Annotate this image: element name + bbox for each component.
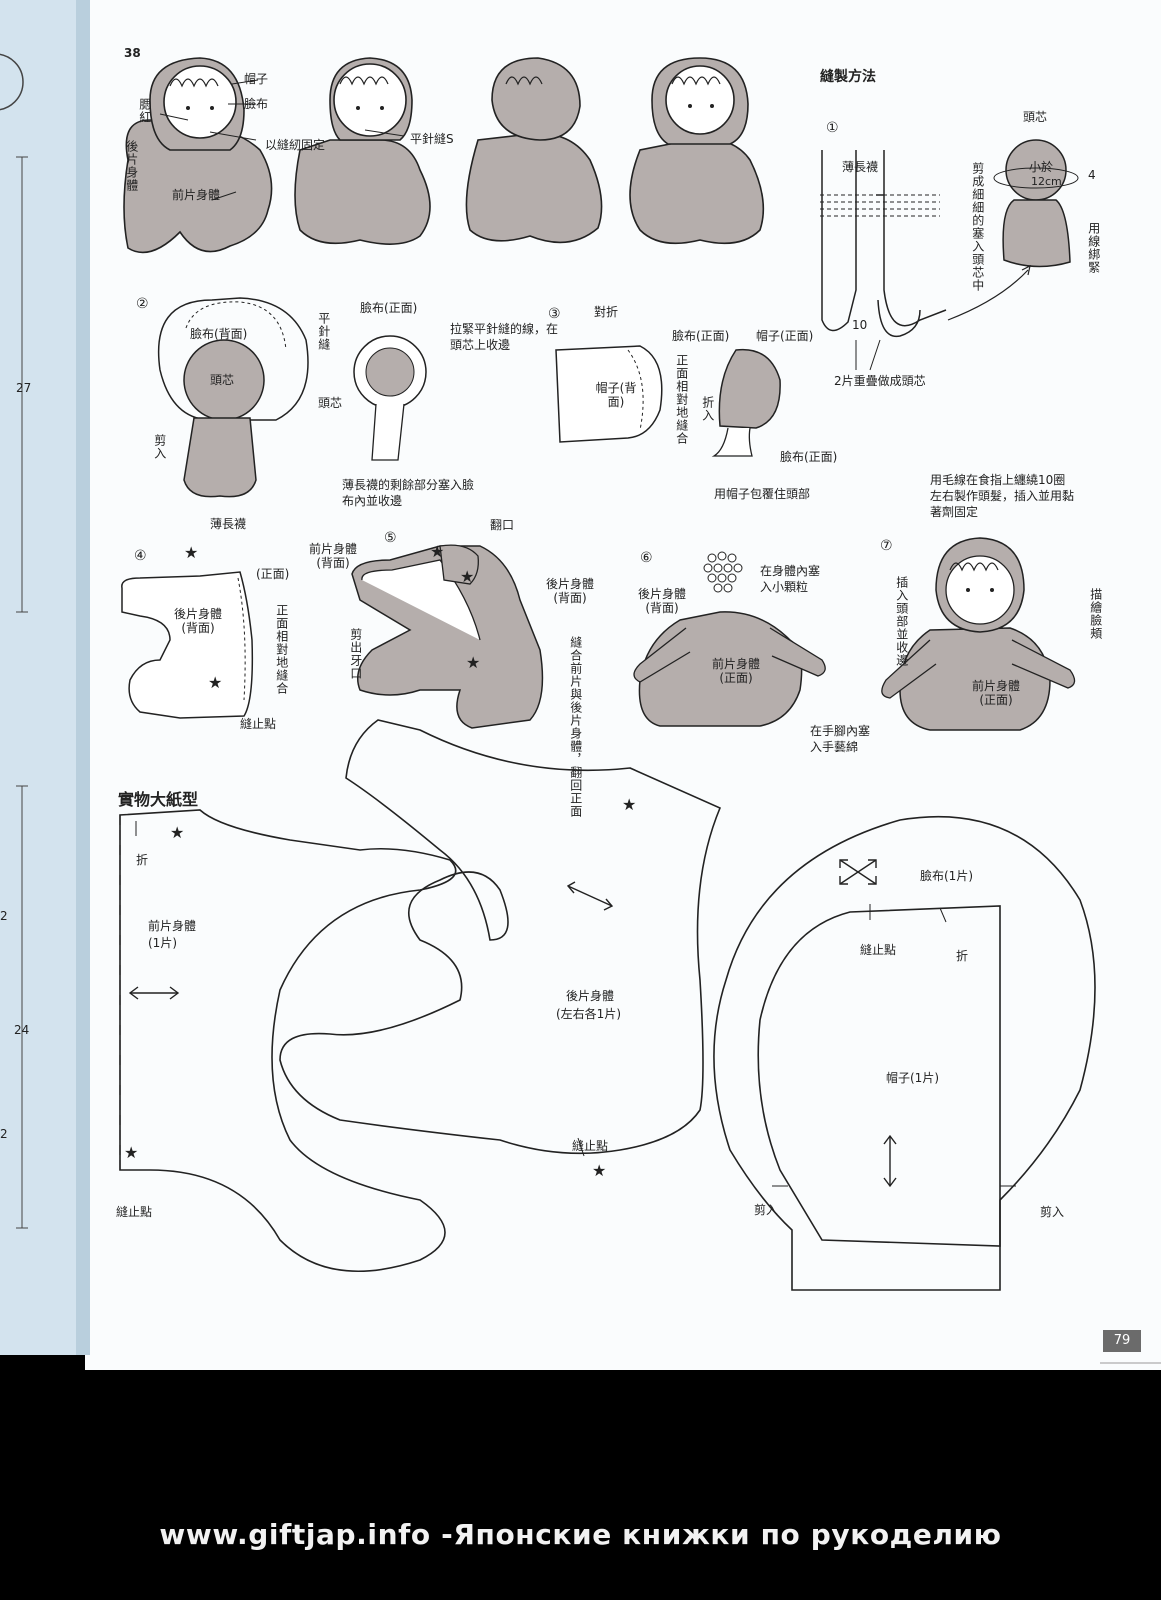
label-back-body-5: 後片身體(背面) (545, 577, 594, 605)
label-tie: 用線綁緊 (1086, 222, 1101, 274)
label-front-body-5: 前片身體(背面) (308, 542, 357, 570)
label-sock-2: 薄長襪 (210, 517, 247, 531)
label-fold-3: 對折 (594, 305, 619, 319)
label-head-core-1: 頭芯 (1023, 110, 1048, 124)
label-turn: 翻口 (490, 518, 515, 532)
svg-text:★: ★ (466, 653, 480, 672)
label-back-body-4: 後片身體(背面) (173, 607, 222, 635)
step-1-marker: ① (826, 120, 839, 136)
label-pull: 拉緊平針縫的線，在頭芯上收邊 (450, 322, 559, 352)
pattern-label-fold-face: 折 (956, 949, 969, 963)
svg-text:★: ★ (430, 542, 444, 561)
label-face-front-3: 臉布(正面) (672, 329, 730, 343)
label-front-body-top: 前片身體 (172, 188, 221, 202)
label-running-stitch: 平針縫S (410, 132, 454, 146)
pattern-label-front-body: 前片身體 (148, 919, 197, 933)
label-four: 4 (1088, 168, 1096, 182)
pattern-label-hat: 帽子(1片) (886, 1071, 939, 1085)
pattern-label-stop-left: 縫止點 (116, 1205, 153, 1219)
pattern-label-clip-left: 剪入 (754, 1203, 779, 1217)
step-7-marker: ⑦ (880, 538, 893, 554)
label-face-cloth: 臉布 (244, 97, 269, 111)
page-number-left: 38 (124, 46, 141, 60)
label-tack: 以縫紉固定 (265, 138, 326, 152)
label-right-side-4: (正面) (256, 567, 290, 581)
svg-text:★: ★ (170, 823, 184, 842)
label-front-body-6: 前片身體(正面) (711, 657, 760, 685)
pattern-title: 實物大紙型 (118, 790, 199, 809)
label-back-body-6: 後片身體(背面) (637, 587, 686, 615)
pattern-label-back-qty: (左右各1片) (556, 1007, 621, 1021)
label-insert: 插入頭部並收邊 (894, 576, 909, 667)
ruler-label-24: 24 (14, 1023, 30, 1037)
step-5-marker: ⑤ (384, 530, 397, 546)
svg-text:★: ★ (124, 1143, 138, 1162)
label-cut-fill: 剪成細細的塞入頭芯中 (970, 162, 985, 292)
label-cotton: 在手腳內塞入手藝綿 (810, 724, 871, 754)
pattern-label-stop-face: 縫止點 (860, 943, 897, 957)
svg-text:★: ★ (622, 795, 636, 814)
label-join: 縫合前片與後片身體，翻回正面 (568, 636, 583, 818)
label-blush: 腮紅 (137, 98, 152, 124)
label-ten: 10 (852, 318, 868, 332)
label-thin-sock: 薄長襪 (842, 160, 879, 174)
label-stop-4: 縫止點 (240, 717, 277, 731)
label-back-body-top: 後片身體 (124, 140, 139, 192)
label-hat-front: 帽子(正面) (756, 329, 814, 343)
label-face-front-2: 臉布(正面) (360, 301, 418, 315)
label-stuff: 薄長襪的剩餘部分塞入臉布內並收邊 (342, 478, 475, 508)
page-number-right: 79 (1103, 1330, 1141, 1352)
svg-text:★: ★ (184, 543, 198, 562)
label-hat-back: 帽子(背面) (595, 381, 637, 409)
footer-watermark: www.giftjap.info -Японские книжки по рук… (159, 1518, 1002, 1551)
ruler-label-2b: 2 (0, 1127, 8, 1141)
label-clip-2: 剪入 (152, 434, 167, 460)
svg-text:★: ★ (208, 673, 222, 692)
label-cheeks: 描繪臉頰 (1088, 588, 1103, 640)
step-2-marker: ② (136, 296, 149, 312)
step-6-marker: ⑥ (640, 550, 653, 566)
label-overlap: 2片重疊做成頭芯 (834, 374, 926, 388)
label-running-2: 平針縫 (316, 312, 331, 351)
label-size-12cm: 12cm (1031, 175, 1062, 188)
pattern-label-face: 臉布(1片) (920, 869, 973, 883)
label-hair: 用毛線在食指上纏繞10圈左右製作頭髮，插入並用黏著劑固定 (930, 473, 1075, 520)
label-cover: 用帽子包覆住頭部 (714, 487, 811, 501)
label-core-2b: 頭芯 (318, 396, 343, 410)
label-notch: 剪出牙口 (348, 628, 363, 680)
svg-text:★: ★ (460, 567, 474, 586)
label-face-front-3b: 臉布(正面) (780, 450, 838, 464)
step-4-marker: ④ (134, 548, 147, 564)
ruler-label-2a: 2 (0, 909, 8, 923)
step-3-marker: ③ (548, 306, 561, 322)
pattern-label-stop-back: 縫止點 (572, 1139, 609, 1153)
label-small: 小於 (1029, 160, 1054, 174)
pattern-label-front-qty: (1片) (148, 936, 177, 950)
svg-text:★: ★ (592, 1161, 606, 1180)
pattern-label-back-body: 後片身體 (566, 989, 615, 1003)
label-face-back-2: 臉布(背面) (190, 327, 248, 341)
label-pellets: 在身體內塞入小顆粒 (760, 564, 821, 594)
label-front-body-7: 前片身體(正面) (971, 679, 1020, 707)
label-hat: 帽子 (244, 72, 269, 86)
ruler-label-27: 27 (16, 381, 32, 395)
pattern-label-fold: 折 (136, 853, 149, 867)
label-sew-4: 正面相對地縫合 (274, 604, 289, 695)
label-fold-in: 折入 (700, 396, 715, 422)
label-sew-3: 正面相對地縫合 (674, 354, 689, 445)
label-core-2: 頭芯 (210, 373, 235, 387)
section-title: 縫製方法 (820, 69, 876, 85)
pattern-label-clip-right: 剪入 (1040, 1205, 1065, 1219)
